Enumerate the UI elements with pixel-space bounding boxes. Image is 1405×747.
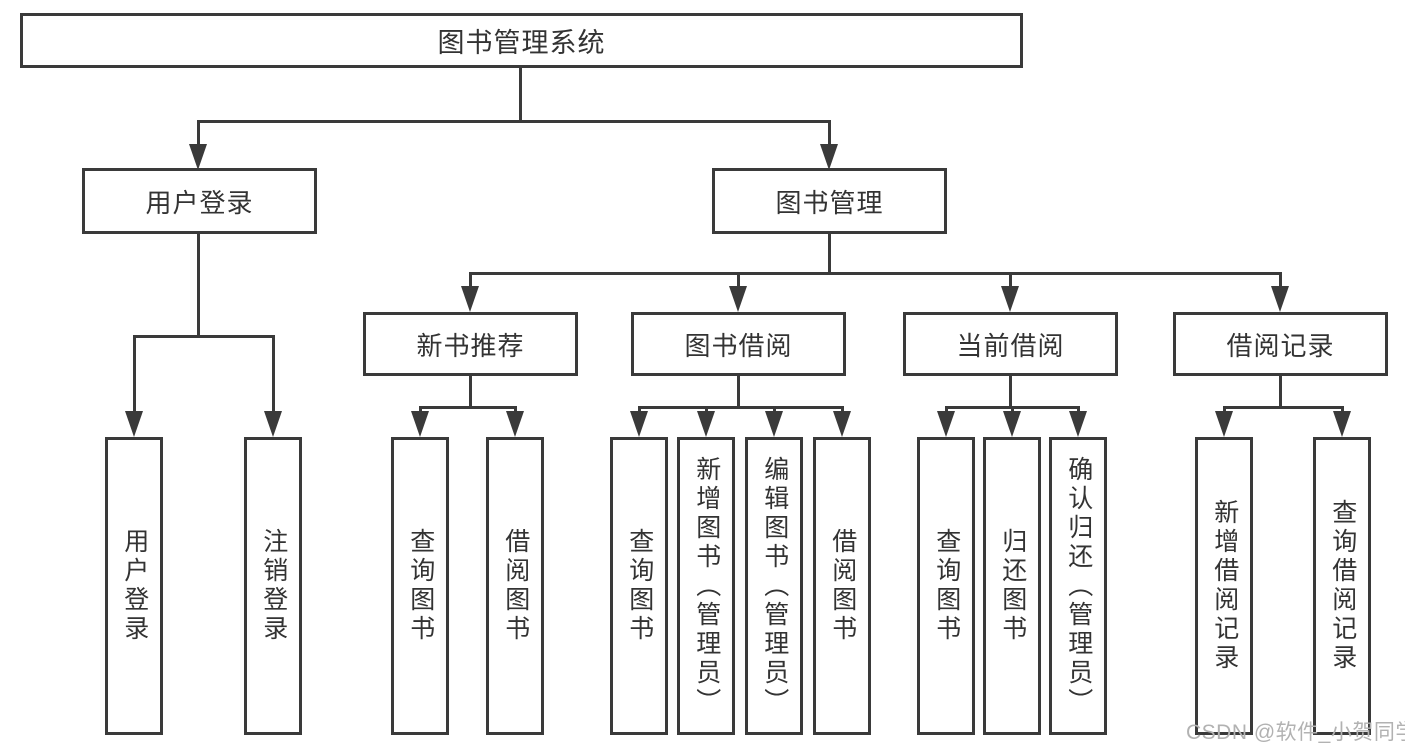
node-label: 注销登录 [259, 528, 288, 644]
node-current-borrowing: 当前借阅 [903, 312, 1118, 376]
connector-line [271, 335, 275, 413]
node-query-borrow-record: 查询借阅记录 [1313, 437, 1371, 735]
connector-arrowhead-icon [937, 411, 955, 437]
node-label: 编辑图书（管理员） [760, 455, 789, 717]
node-new-book-recommend: 新书推荐 [363, 312, 578, 376]
connector-line [637, 406, 641, 413]
connector-arrowhead-icon [765, 411, 783, 437]
connector-line [736, 272, 740, 288]
connector-arrowhead-icon [506, 411, 524, 437]
connector-arrowhead-icon [729, 286, 747, 312]
connector-line [944, 406, 948, 413]
node-edit-books-admin: 编辑图书（管理员） [745, 437, 803, 735]
node-label: 借阅记录 [1226, 330, 1335, 361]
node-borrow-books-recommend: 借阅图书 [486, 437, 544, 735]
node-label: 查询借阅记录 [1328, 499, 1357, 673]
connector-line [468, 376, 472, 409]
node-query-books-borrowing: 查询图书 [610, 437, 668, 735]
connector-arrowhead-icon [1333, 411, 1351, 437]
node-confirm-return-admin: 确认归还（管理员） [1049, 437, 1107, 735]
connector-line [772, 406, 776, 413]
node-return-books: 归还图书 [983, 437, 1041, 735]
connector-line [736, 376, 740, 409]
connector-line [1008, 376, 1012, 409]
connector-line [1278, 376, 1282, 409]
node-label: 新增借阅记录 [1210, 499, 1239, 673]
connector-line [1010, 406, 1014, 413]
node-label: 查询图书 [932, 528, 961, 644]
connector-line [704, 406, 708, 413]
connector-line [1008, 272, 1012, 288]
connector-line [827, 234, 831, 275]
node-label: 查询图书 [625, 528, 654, 644]
node-label: 查询图书 [406, 528, 435, 644]
node-user-login-leaf: 用户登录 [105, 437, 163, 735]
node-label: 图书借阅 [684, 330, 793, 361]
node-library-system: 图书管理系统 [20, 13, 1023, 68]
connector-line [1278, 272, 1282, 288]
node-book-borrowing: 图书借阅 [631, 312, 846, 376]
node-book-management: 图书管理 [712, 168, 947, 234]
connector-line [827, 120, 831, 146]
connector-arrowhead-icon [1001, 286, 1019, 312]
node-label: 借阅图书 [828, 528, 857, 644]
node-user-login: 用户登录 [82, 168, 317, 234]
node-label: 归还图书 [998, 528, 1027, 644]
connector-arrowhead-icon [461, 286, 479, 312]
connector-line [513, 406, 517, 413]
node-label: 图书管理系统 [437, 28, 606, 58]
node-add-books-admin: 新增图书（管理员） [677, 437, 735, 735]
connector-arrowhead-icon [264, 411, 282, 437]
connector-arrowhead-icon [630, 411, 648, 437]
connector-line [418, 406, 517, 409]
node-query-books-recommend: 查询图书 [391, 437, 449, 735]
node-borrowing-records: 借阅记录 [1173, 312, 1388, 376]
connector-line [132, 335, 275, 338]
connector-arrowhead-icon [1271, 286, 1289, 312]
node-label: 用户登录 [145, 187, 254, 218]
connector-line [468, 272, 472, 288]
node-label: 确认归还（管理员） [1064, 455, 1093, 717]
connector-line [1222, 406, 1226, 413]
connector-line [418, 406, 422, 413]
connector-line [196, 234, 200, 338]
connector-arrowhead-icon [820, 144, 838, 170]
node-label: 用户登录 [120, 528, 149, 644]
connector-arrowhead-icon [125, 411, 143, 437]
connector-line [1076, 406, 1080, 413]
connector-line [132, 335, 136, 413]
connector-arrowhead-icon [411, 411, 429, 437]
connector-arrowhead-icon [833, 411, 851, 437]
connector-line [1340, 406, 1344, 413]
connector-arrowhead-icon [697, 411, 715, 437]
connector-line [840, 406, 844, 413]
connector-arrowhead-icon [189, 144, 207, 170]
connector-line [1222, 406, 1344, 409]
watermark-text: CSDN @软件_小贺同学 [1186, 721, 1405, 744]
connector-arrowhead-icon [1069, 411, 1087, 437]
connector-line [196, 120, 200, 146]
node-label: 新增图书（管理员） [692, 455, 721, 717]
node-label: 图书管理 [775, 187, 884, 218]
node-logout: 注销登录 [244, 437, 302, 735]
connector-line [518, 68, 522, 123]
node-label: 当前借阅 [956, 330, 1065, 361]
connector-arrowhead-icon [1215, 411, 1233, 437]
connector-line [196, 120, 831, 123]
connector-line [637, 406, 844, 409]
connector-arrowhead-icon [1003, 411, 1021, 437]
node-add-borrow-record: 新增借阅记录 [1195, 437, 1253, 735]
node-borrow-books-borrowing: 借阅图书 [813, 437, 871, 735]
connector-line [468, 272, 1282, 275]
node-label: 借阅图书 [501, 528, 530, 644]
node-label: 新书推荐 [416, 330, 525, 361]
node-query-books-current: 查询图书 [917, 437, 975, 735]
